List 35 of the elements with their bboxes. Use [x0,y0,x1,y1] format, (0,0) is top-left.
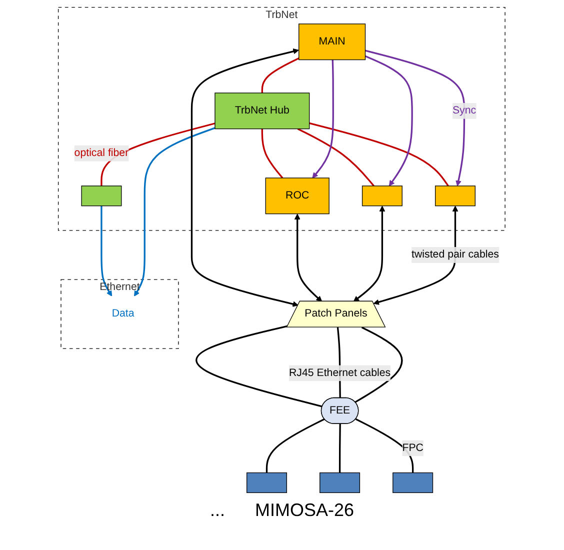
node-box: MAIN [298,24,366,60]
connector [355,326,404,403]
arrow [294,214,322,302]
node-box: ROC [266,178,330,214]
arrow [354,206,386,302]
connector [262,58,300,93]
node-box [435,186,476,206]
chip-label: MIMOSA-26 [254,500,354,521]
arrow [374,206,458,305]
node-box [320,472,360,494]
connector [356,418,414,473]
arrow [365,55,414,186]
connector [298,128,375,186]
arrow [134,127,216,296]
edge-label: RJ45 Ethernet cables [289,367,391,378]
node-box [392,472,434,494]
arrow [191,48,300,307]
chip-label: ... [210,500,225,521]
edge-label: optical fiber [74,147,129,159]
connector [196,325,323,408]
node-box: TrbNet Hub [214,92,310,130]
edge-label: twisted pair cables [412,249,500,260]
node-box [82,186,122,206]
node-text: Data [112,308,135,320]
edge-label: FPC [402,442,424,454]
arrow [312,60,334,178]
arrow [100,206,112,296]
arrow [365,50,466,186]
edge-label: Sync [452,104,476,116]
node-box [246,472,288,494]
connector [309,122,450,186]
connector [262,128,284,178]
connector [266,418,326,473]
node-box [362,186,403,206]
connector [339,424,342,473]
